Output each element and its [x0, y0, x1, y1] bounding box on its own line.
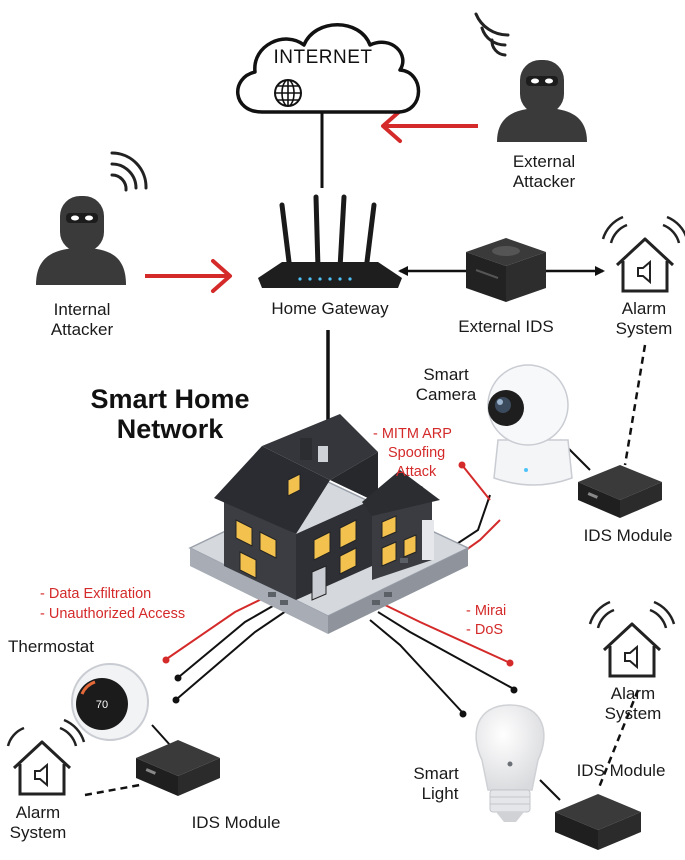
wifi-signal-icon	[474, 12, 510, 57]
connection-lines	[84, 112, 647, 801]
internet-label: INTERNET	[274, 47, 373, 68]
attack-arrows	[145, 109, 478, 293]
home-gateway-label: Home Gateway	[271, 299, 389, 318]
title-line-1: Smart Home	[90, 384, 249, 414]
cloud-icon	[236, 23, 421, 114]
exfil-line-1: - Data Exfiltration	[40, 586, 151, 602]
smart-home-house	[188, 414, 470, 634]
internet-cloud: INTERNET	[236, 23, 421, 114]
light-ids-wire	[539, 779, 561, 801]
alarm-house-icon-2	[588, 600, 676, 678]
mitm-line-3: Attack	[396, 464, 437, 480]
router-icon	[258, 194, 402, 288]
mitm-attack-label: - MITM ARP Spoofing Attack	[373, 426, 452, 480]
exfil-line-2: - Unauthorized Access	[40, 606, 185, 622]
light-wire-2	[369, 619, 463, 713]
camera-label-1: Smart	[423, 365, 469, 384]
light-label-1: Smart	[413, 764, 459, 783]
internal-attack-arrow-head	[211, 259, 232, 293]
mirai-wire	[384, 604, 509, 663]
ids-module-label-3: IDS Module	[192, 813, 281, 832]
title-line-2: Network	[117, 414, 225, 444]
internal-attacker-icon	[36, 151, 148, 285]
thermostat-label: Thermostat	[8, 637, 94, 656]
exfil-wire	[167, 594, 271, 659]
alarm-ids-dashed-line	[623, 344, 647, 466]
mirai-dot	[506, 659, 514, 667]
mitm-line-2: Spoofing	[388, 445, 445, 461]
external-ids-label: External IDS	[458, 317, 553, 336]
wifi-signal-icon	[110, 151, 148, 192]
light-dot-2	[459, 710, 467, 718]
internal-attacker-label-1: Internal	[54, 300, 111, 319]
external-ids-icon	[466, 238, 546, 302]
external-attack-arrow-head	[381, 109, 402, 143]
ids-module-icon-2	[555, 794, 641, 850]
exfil-dot	[162, 656, 170, 664]
mirai-attack-label: - Mirai - DoS	[466, 603, 506, 638]
mitm-line	[461, 464, 491, 501]
alarm-label-mid-1: Alarm	[611, 684, 655, 703]
ids-module-label: IDS Module	[584, 526, 673, 545]
external-attacker-label-1: External	[513, 152, 575, 171]
light-wire-1	[377, 611, 513, 689]
thermo-wire-2	[177, 610, 287, 699]
alarm-label-1: Alarm	[622, 299, 666, 318]
ids-module-label-2: IDS Module	[577, 761, 666, 780]
ids-module-icon-3	[136, 740, 220, 796]
thermostat-value: 70	[96, 699, 108, 711]
alarm-ids-dashed-line-3	[84, 783, 141, 797]
thermostat-icon: 70	[71, 663, 149, 741]
ids-module-icon	[578, 465, 662, 518]
alarm-label-left-2: System	[10, 823, 67, 842]
camera-label-2: Camera	[416, 385, 477, 404]
globe-icon	[274, 79, 302, 107]
alarm-house-icon	[601, 215, 685, 293]
internal-attacker-label-2: Attacker	[51, 320, 114, 339]
external-attacker-label-2: Attacker	[513, 172, 576, 191]
light-label-2: Light	[422, 784, 459, 803]
alarm-house-icon-3	[6, 718, 86, 796]
alarm-label-mid-2: System	[605, 704, 662, 723]
exfil-attack-label: - Data Exfiltration - Unauthorized Acces…	[40, 586, 185, 622]
external-attacker-icon	[474, 12, 587, 142]
thermo-dot-2	[172, 696, 180, 704]
light-bulb-icon	[475, 704, 545, 822]
light-dot-1	[510, 686, 518, 694]
camera-icon	[487, 364, 573, 486]
alarm-ids-dashed-line-2	[596, 689, 640, 791]
mirai-line-1: - Mirai	[466, 603, 506, 619]
thermo-dot-1	[174, 674, 182, 682]
mitm-line-1: - MITM ARP	[373, 426, 452, 442]
thermo-wire-1	[179, 602, 279, 677]
alarm-label-2: System	[616, 319, 673, 338]
mirai-line-2: - DoS	[466, 622, 503, 638]
thermo-ids-wire	[151, 724, 171, 746]
alarm-label-left-1: Alarm	[16, 803, 60, 822]
